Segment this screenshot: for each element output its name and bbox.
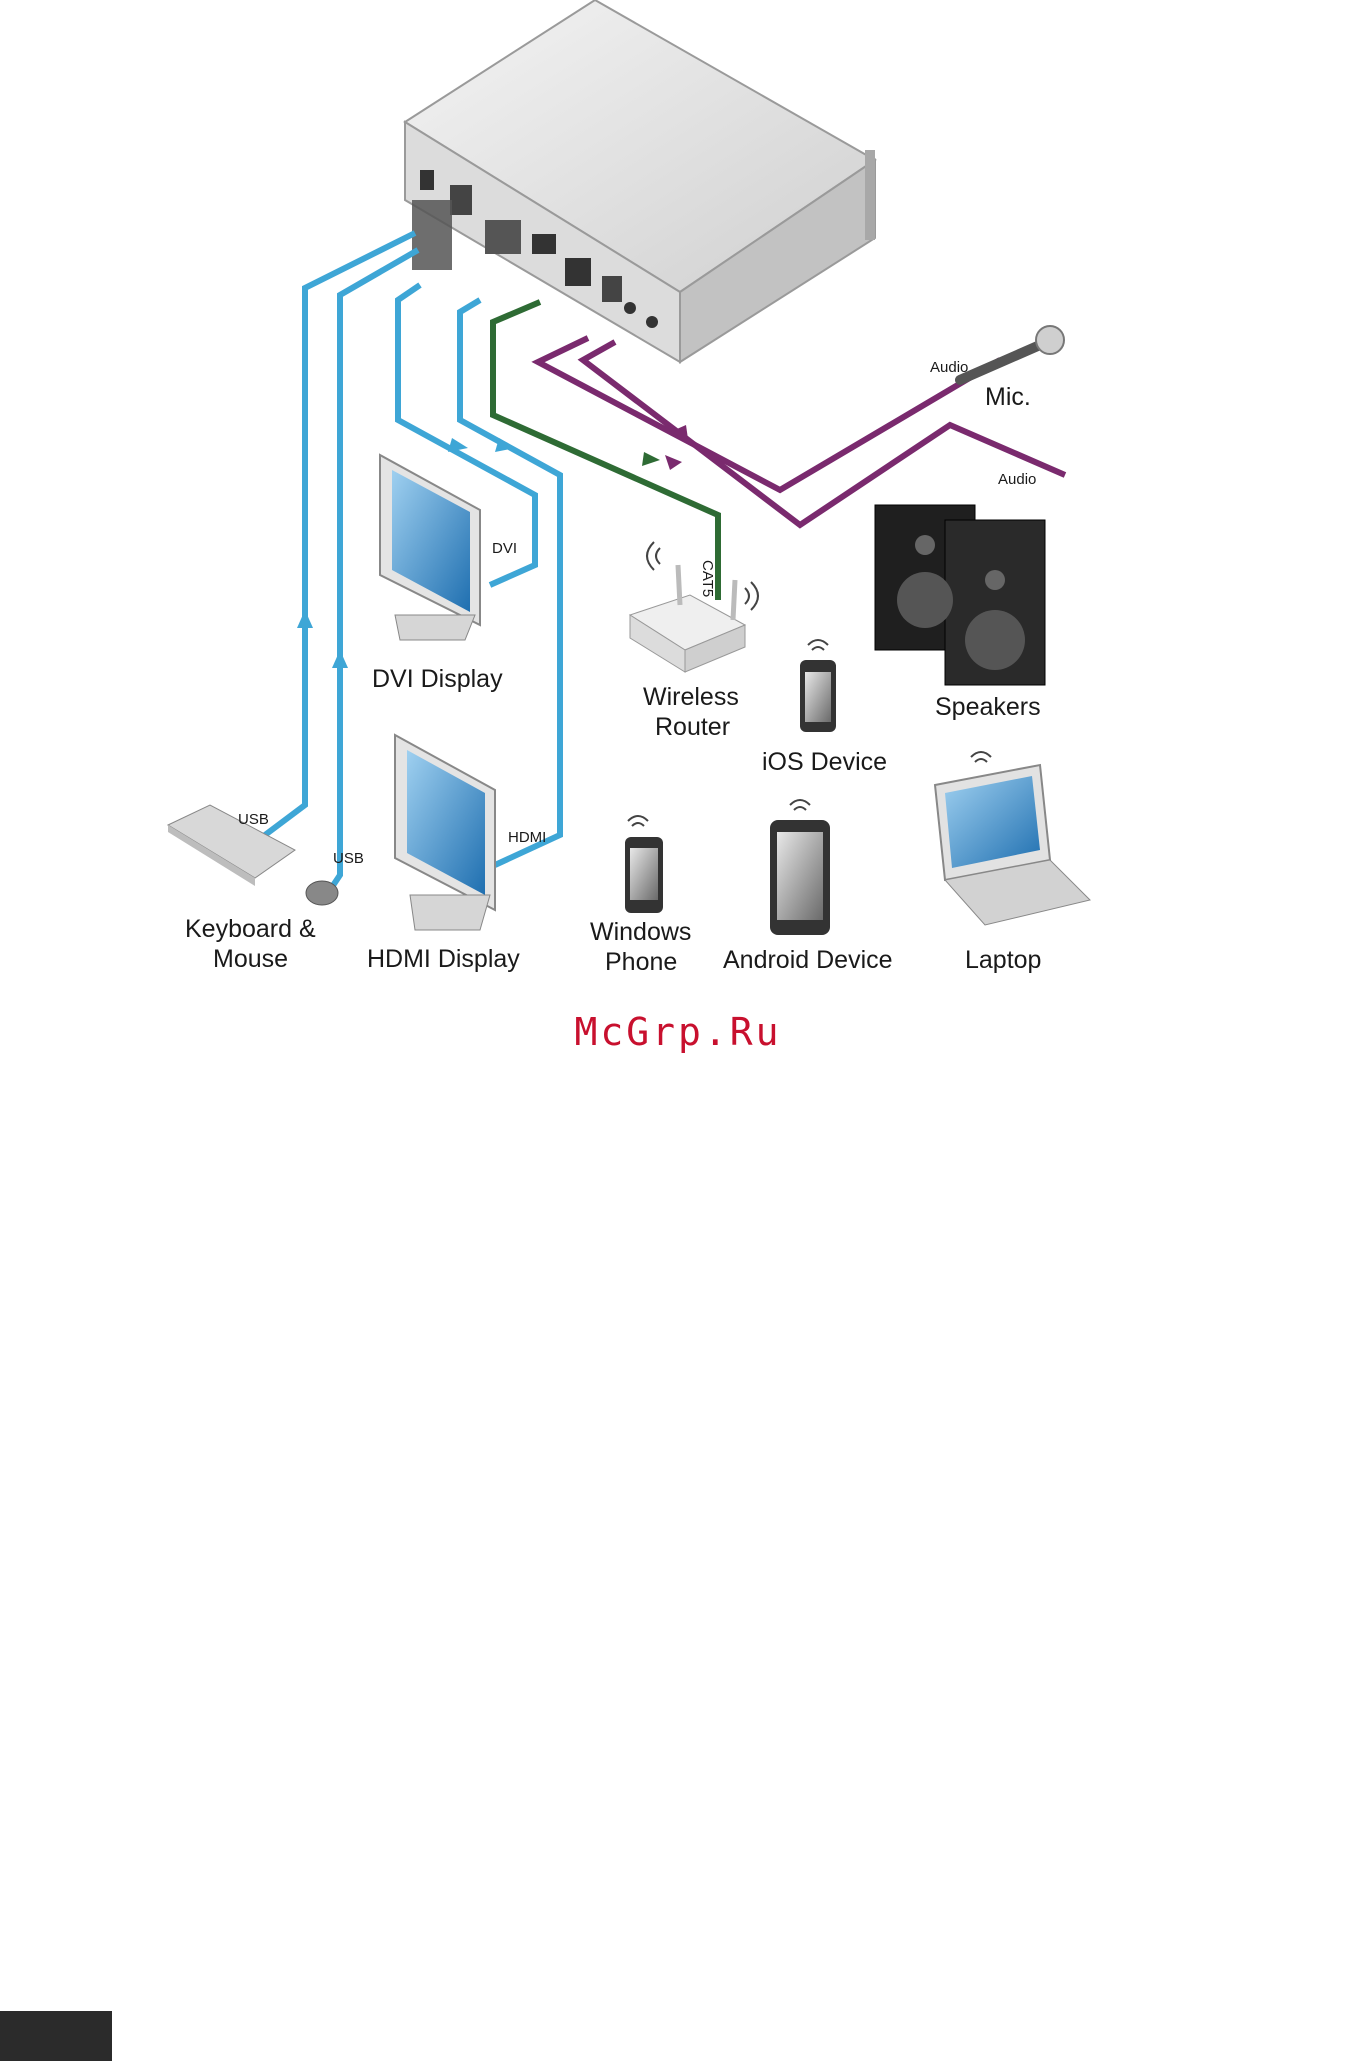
wireless-router-icon bbox=[630, 565, 745, 672]
main-device-box bbox=[405, 0, 875, 362]
power-connector-icon bbox=[420, 170, 434, 190]
wireless-router-label-line1: Wireless bbox=[643, 683, 739, 711]
windows-phone-icon bbox=[625, 837, 663, 913]
usb-mouse-label: USB bbox=[333, 850, 364, 867]
audio-in-jack-icon bbox=[624, 302, 636, 314]
watermark: McGrp.Ru bbox=[0, 1010, 1356, 1054]
android-device-label: Android Device bbox=[723, 946, 893, 974]
hdmi-cable-label: HDMI bbox=[508, 829, 546, 846]
speakers-icon bbox=[875, 505, 1045, 685]
microphone-icon bbox=[960, 326, 1064, 380]
mic-label: Mic. bbox=[985, 383, 1031, 411]
windows-phone-label-line2: Phone bbox=[605, 948, 677, 976]
cat5-label: CAT5 bbox=[699, 560, 716, 597]
laptop-label: Laptop bbox=[965, 946, 1041, 974]
audio-out-jack-icon bbox=[646, 316, 658, 328]
usb-port-icon bbox=[450, 185, 472, 215]
ios-device-label: iOS Device bbox=[762, 748, 887, 776]
ethernet-port-icon bbox=[565, 258, 591, 286]
audio-mic-label: Audio bbox=[930, 359, 968, 376]
usb-plug-cluster-icon bbox=[412, 200, 452, 270]
hdmi-display-icon bbox=[395, 735, 495, 930]
wireless-router-label-line2: Router bbox=[655, 713, 730, 741]
usb-port-2-icon bbox=[602, 276, 622, 302]
hdmi-display-label: HDMI Display bbox=[367, 945, 520, 973]
keyboard-icon bbox=[168, 805, 295, 886]
android-device-icon bbox=[770, 820, 830, 935]
dvi-cable-label: DVI bbox=[492, 540, 517, 557]
speakers-label: Speakers bbox=[935, 693, 1041, 721]
usb-keyboard-label: USB bbox=[238, 811, 269, 828]
hdmi-port-icon bbox=[532, 234, 556, 254]
windows-phone-label-line1: Windows bbox=[590, 918, 691, 946]
page-tab bbox=[0, 2011, 112, 2061]
ios-device-icon bbox=[800, 660, 836, 732]
dvi-port-icon bbox=[485, 220, 521, 254]
dvi-display-icon bbox=[380, 455, 480, 640]
keyboard-mouse-label-line1: Keyboard & bbox=[185, 915, 316, 943]
dvi-display-label: DVI Display bbox=[372, 665, 503, 693]
audio-speakers-label: Audio bbox=[998, 471, 1036, 488]
laptop-icon bbox=[935, 765, 1090, 925]
keyboard-mouse-label-line2: Mouse bbox=[213, 945, 288, 973]
mouse-icon bbox=[306, 881, 338, 905]
